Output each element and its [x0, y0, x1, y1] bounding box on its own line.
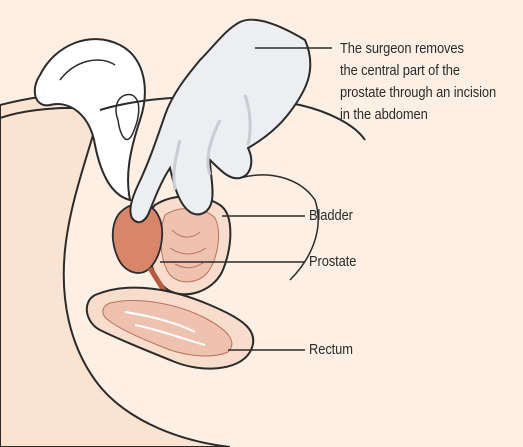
abdominal-contour: [240, 175, 318, 280]
bladder-label: Bladder: [309, 205, 353, 227]
prostate-label: Prostate: [309, 251, 356, 273]
surgeon-label-line: in the abdomen: [340, 104, 496, 126]
surgeon-label-line: the central part of the: [340, 60, 496, 82]
rectum-label: Rectum: [309, 339, 353, 361]
surgeon-label-line: The surgeon removes: [340, 38, 496, 60]
surgeon-label-line: prostate through an incision: [340, 82, 496, 104]
surgeon-label: The surgeon removes the central part of …: [340, 38, 496, 126]
